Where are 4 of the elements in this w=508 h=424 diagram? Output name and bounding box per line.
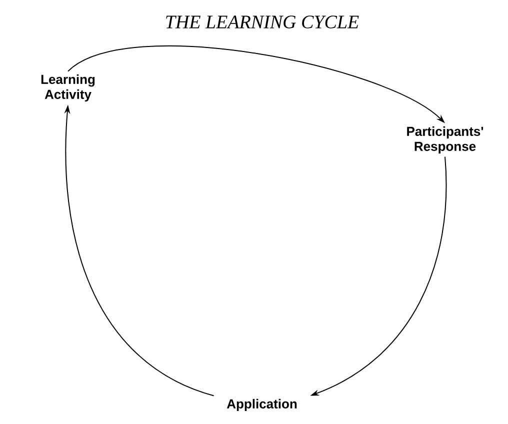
node-label: Participants' Response	[407, 126, 484, 154]
title: THE LEARNING CYCLE	[166, 16, 359, 28]
node-label: Application	[226, 398, 297, 412]
node-label: Learning Activity	[41, 74, 95, 102]
